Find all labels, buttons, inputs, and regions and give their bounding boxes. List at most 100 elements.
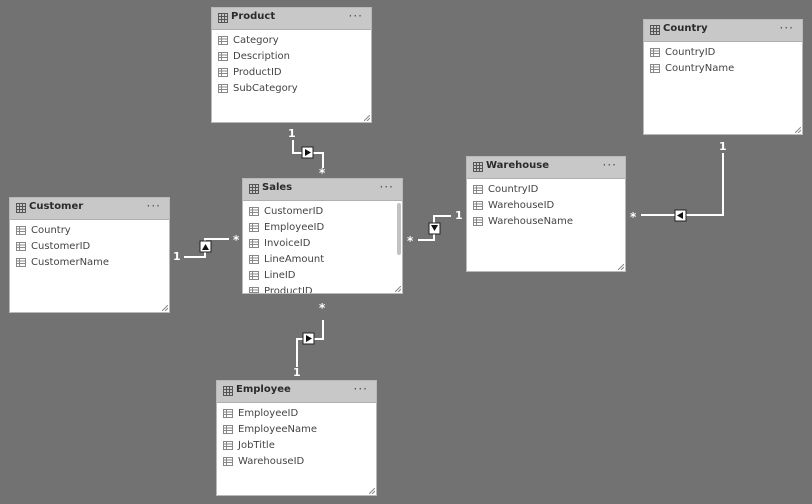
field-icon	[218, 36, 228, 45]
cardinality-many-label: *	[233, 233, 240, 247]
cardinality-one-label: 1	[293, 366, 301, 379]
table-card-product[interactable]: Product ··· Category Description Product…	[211, 7, 372, 123]
field-label: Country	[31, 225, 71, 236]
field-row[interactable]: Description	[212, 49, 371, 65]
table-card-customer[interactable]: Customer ··· Country CustomerID Customer…	[9, 197, 170, 313]
resize-handle-icon[interactable]	[795, 127, 801, 133]
field-icon	[223, 457, 233, 466]
field-icon	[223, 425, 233, 434]
more-options-icon[interactable]: ···	[348, 9, 363, 23]
field-row[interactable]: WarehouseID	[217, 454, 376, 470]
cardinality-many-label: *	[407, 234, 414, 248]
field-label: CustomerName	[31, 257, 110, 268]
table-card-sales[interactable]: Sales ··· CustomerID EmployeeID InvoiceI…	[242, 178, 403, 294]
more-options-icon[interactable]: ···	[353, 382, 368, 396]
field-label: LineAmount	[264, 254, 325, 265]
cardinality-one-label: 1	[719, 140, 727, 153]
field-label: ProductID	[264, 286, 313, 294]
field-label: Category	[233, 35, 279, 46]
field-label: InvoiceID	[264, 238, 311, 249]
field-row[interactable]: CountryName	[644, 61, 802, 77]
field-icon	[650, 48, 660, 57]
table-header[interactable]: Warehouse ···	[467, 157, 625, 179]
table-title: Sales	[262, 182, 293, 193]
field-icon	[16, 226, 26, 235]
field-label: WarehouseName	[488, 216, 574, 227]
field-label: EmployeeID	[264, 222, 325, 233]
direction-arrow-icon	[302, 332, 315, 345]
field-row[interactable]: WarehouseName	[467, 214, 625, 230]
resize-handle-icon[interactable]	[364, 115, 370, 121]
field-icon	[223, 441, 233, 450]
table-icon	[218, 13, 228, 23]
field-row[interactable]: LineID	[243, 268, 402, 284]
field-row[interactable]: CountryID	[644, 45, 802, 61]
field-icon	[223, 409, 233, 418]
more-options-icon[interactable]: ···	[379, 180, 394, 194]
field-label: SubCategory	[233, 83, 298, 94]
field-label: WarehouseID	[238, 456, 305, 467]
field-row[interactable]: WarehouseID	[467, 198, 625, 214]
field-label: LineID	[264, 270, 296, 281]
field-icon	[249, 223, 259, 232]
direction-arrow-icon	[199, 240, 212, 253]
table-header[interactable]: Sales ···	[243, 179, 402, 201]
table-card-warehouse[interactable]: Warehouse ··· CountryID WarehouseID Ware…	[466, 156, 626, 272]
direction-arrow-icon	[428, 222, 441, 235]
field-row[interactable]: EmployeeID	[217, 406, 376, 422]
cardinality-many-label: *	[319, 301, 326, 315]
field-label: WarehouseID	[488, 200, 555, 211]
table-card-country[interactable]: Country ··· CountryID CountryName	[643, 19, 803, 135]
field-row[interactable]: InvoiceID	[243, 236, 402, 252]
field-row[interactable]: Category	[212, 33, 371, 49]
field-row[interactable]: JobTitle	[217, 438, 376, 454]
field-row[interactable]: LineAmount	[243, 252, 402, 268]
field-row[interactable]: ProductID	[243, 284, 402, 294]
table-header[interactable]: Employee ···	[217, 381, 376, 403]
field-label: CountryID	[488, 184, 539, 195]
field-icon	[16, 242, 26, 251]
field-icon	[218, 52, 228, 61]
relationship-line-country-warehouse	[641, 153, 724, 216]
more-options-icon[interactable]: ···	[602, 158, 617, 172]
direction-arrow-icon	[301, 146, 314, 159]
table-header[interactable]: Country ···	[644, 20, 802, 42]
more-options-icon[interactable]: ···	[146, 199, 161, 213]
field-row[interactable]: CustomerName	[10, 255, 169, 271]
field-row[interactable]: EmployeeName	[217, 422, 376, 438]
table-title: Employee	[236, 384, 291, 395]
cardinality-one-label: 1	[173, 250, 181, 263]
field-icon	[16, 258, 26, 267]
table-title: Product	[231, 11, 276, 22]
table-icon	[16, 203, 26, 213]
cardinality-many-label: *	[319, 166, 326, 180]
resize-handle-icon[interactable]	[162, 305, 168, 311]
field-label: CountryID	[665, 47, 716, 58]
field-icon	[249, 207, 259, 216]
table-header[interactable]: Product ···	[212, 8, 371, 30]
field-label: ProductID	[233, 67, 282, 78]
field-row[interactable]: CustomerID	[10, 239, 169, 255]
scrollbar-thumb[interactable]	[397, 203, 401, 255]
field-row[interactable]: EmployeeID	[243, 220, 402, 236]
table-header[interactable]: Customer ···	[10, 198, 169, 220]
field-label: EmployeeID	[238, 408, 299, 419]
field-icon	[650, 64, 660, 73]
field-row[interactable]: CustomerID	[243, 204, 402, 220]
cardinality-many-label: *	[630, 210, 637, 224]
field-row[interactable]: SubCategory	[212, 81, 371, 97]
resize-handle-icon[interactable]	[369, 488, 375, 494]
field-label: Description	[233, 51, 290, 62]
more-options-icon[interactable]: ···	[779, 21, 794, 35]
field-icon	[249, 255, 259, 264]
resize-handle-icon[interactable]	[395, 286, 401, 292]
field-row[interactable]: CountryID	[467, 182, 625, 198]
field-label: CustomerID	[264, 206, 324, 217]
field-row[interactable]: Country	[10, 223, 169, 239]
resize-handle-icon[interactable]	[618, 264, 624, 270]
table-card-employee[interactable]: Employee ··· EmployeeID EmployeeName Job…	[216, 380, 377, 496]
cardinality-one-label: 1	[288, 127, 296, 140]
field-row[interactable]: ProductID	[212, 65, 371, 81]
field-label: CustomerID	[31, 241, 91, 252]
